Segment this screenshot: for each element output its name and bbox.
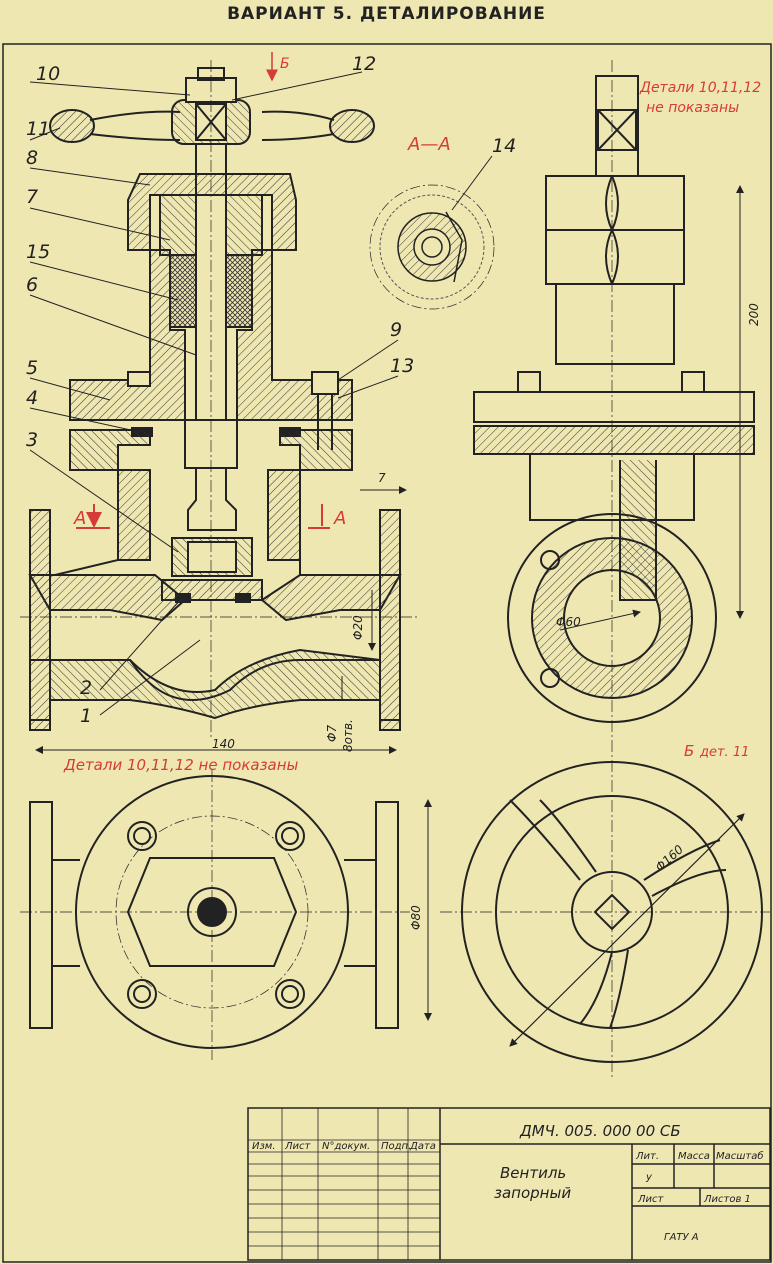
side-view bbox=[473, 60, 755, 740]
dim-flange-hole: Φ7 bbox=[325, 725, 339, 742]
title-block-listov: Листов 1 bbox=[703, 1194, 751, 1205]
view-b-arrow: Б bbox=[266, 52, 290, 82]
view-b-arrow-label: Б bbox=[280, 56, 290, 72]
view-b-detail: дет. 11 bbox=[699, 745, 749, 760]
title-block-col-izm: Изм. bbox=[252, 1141, 276, 1152]
top-view bbox=[20, 770, 432, 1060]
note-front-view: Детали 10,11,12 не показаны bbox=[63, 756, 299, 774]
part-label-5: 5 bbox=[26, 357, 38, 379]
section-marker-right: А bbox=[333, 508, 346, 529]
sheet-frame bbox=[2, 43, 772, 1263]
title-block-lit: Лит. bbox=[635, 1151, 659, 1162]
dim-bore: Φ20 bbox=[351, 615, 365, 640]
part-label-12: 12 bbox=[352, 53, 376, 75]
title-block bbox=[247, 1107, 771, 1261]
title-block-col-list: Лист bbox=[284, 1141, 312, 1152]
part-label-10: 10 bbox=[36, 63, 60, 85]
view-b-label: Б bbox=[684, 742, 694, 760]
title-block-massa: Масса bbox=[678, 1151, 710, 1162]
sheet-title: ВАРИАНТ 5. ДЕТАЛИРОВАНИЕ bbox=[227, 4, 546, 24]
dim-seat: Φ60 bbox=[556, 615, 581, 629]
section-markers: А А bbox=[73, 504, 346, 529]
title-block-col-ndoc: N°докум. bbox=[322, 1141, 370, 1152]
part-label-9: 9 bbox=[390, 319, 402, 341]
title-block-lit-value: у bbox=[645, 1172, 653, 1183]
section-marker-left: А bbox=[73, 508, 86, 529]
title-block-col-data: Дата bbox=[409, 1141, 436, 1152]
part-label-13: 13 bbox=[390, 355, 414, 377]
part-label-11: 11 bbox=[26, 118, 50, 140]
title-block-name-line2: запорный bbox=[494, 1184, 571, 1202]
part-label-7: 7 bbox=[26, 186, 38, 208]
dim-flange-dia: Φ80 bbox=[409, 905, 423, 930]
leader-lines bbox=[29, 71, 399, 716]
dim-width: 140 bbox=[212, 737, 235, 751]
part-label-2: 2 bbox=[80, 677, 92, 699]
title-block-name-line1: Вентиль bbox=[500, 1164, 566, 1182]
part-label-3: 3 bbox=[26, 429, 38, 451]
note-side-line1: Детали 10,11,12 bbox=[639, 80, 761, 96]
dim-hole-count: 8отв. bbox=[341, 719, 355, 752]
part-numbers: 10 11 8 7 15 6 5 4 3 2 1 12 9 13 14 bbox=[26, 53, 516, 727]
note-side-line2: не показаны bbox=[646, 100, 739, 116]
title-block-org: ГАТУ А bbox=[664, 1232, 699, 1243]
view-b-handwheel bbox=[440, 740, 770, 1080]
part-label-4: 4 bbox=[26, 387, 38, 409]
part-label-15: 15 bbox=[26, 241, 50, 263]
title-block-list2: Лист bbox=[637, 1194, 665, 1205]
part-label-1: 1 bbox=[80, 705, 92, 727]
part-label-6: 6 bbox=[26, 274, 38, 296]
title-block-masshtab: Масштаб bbox=[716, 1150, 764, 1162]
title-block-col-podp: Подп. bbox=[381, 1141, 411, 1152]
dim-wall: 7 bbox=[378, 471, 386, 485]
front-dimensions bbox=[35, 486, 407, 754]
title-block-doc-number: ДМЧ. 005. 000 00 СБ bbox=[519, 1122, 681, 1140]
dim-height: 200 bbox=[747, 303, 761, 326]
section-a-a-view: А—А bbox=[369, 134, 495, 310]
part-label-14: 14 bbox=[492, 135, 516, 157]
section-a-a-label: А—А bbox=[407, 134, 451, 155]
front-section-view bbox=[20, 60, 420, 740]
part-label-8: 8 bbox=[26, 147, 38, 169]
